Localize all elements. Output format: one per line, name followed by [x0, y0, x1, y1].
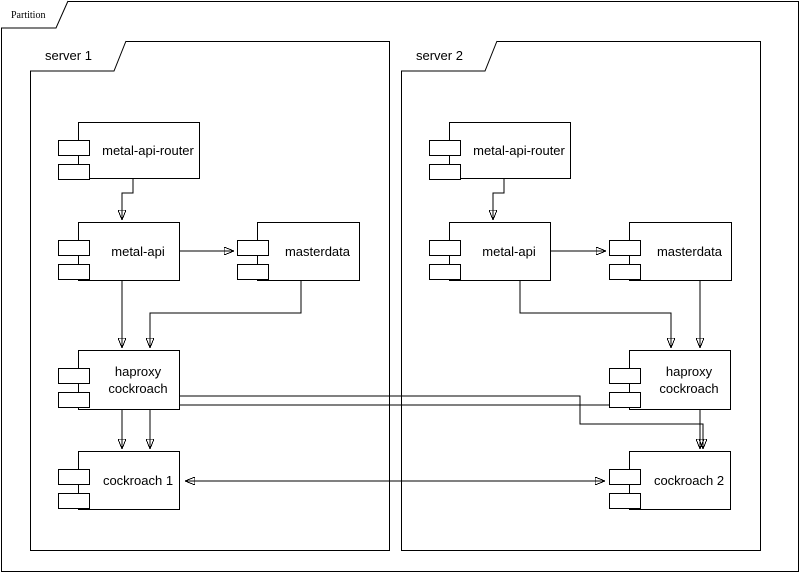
- component-port-lower-icon: [58, 493, 90, 509]
- component-body: masterdata: [257, 222, 360, 281]
- component-body: haproxy cockroach: [78, 350, 180, 410]
- component-port-lower-icon: [429, 164, 461, 180]
- component-label: masterdata: [656, 244, 723, 259]
- component-metal-api-router-2[interactable]: metal-api-router: [429, 122, 571, 180]
- component-label: haproxy cockroach: [659, 364, 719, 396]
- component-haproxy-cockroach-2[interactable]: haproxy cockroach: [609, 350, 731, 410]
- component-port-lower-icon: [609, 392, 641, 408]
- component-label: haproxy cockroach: [108, 364, 168, 396]
- component-label: cockroach 1: [102, 473, 174, 488]
- component-cockroach-1[interactable]: cockroach 1: [58, 451, 180, 510]
- component-port-upper-icon: [237, 240, 269, 256]
- component-label: metal-api: [111, 244, 165, 259]
- component-body: metal-api: [78, 222, 180, 281]
- partition-frame: [1, 1, 799, 572]
- component-port-lower-icon: [58, 164, 90, 180]
- component-port-lower-icon: [609, 264, 641, 280]
- component-label: masterdata: [284, 244, 351, 259]
- component-body: masterdata: [629, 222, 732, 281]
- component-port-upper-icon: [429, 240, 461, 256]
- component-port-upper-icon: [429, 140, 461, 156]
- component-label: metal-api-router: [102, 143, 194, 158]
- component-body: metal-api-router: [449, 122, 571, 179]
- component-port-lower-icon: [429, 264, 461, 280]
- component-body: cockroach 1: [78, 451, 180, 510]
- component-metal-api-2[interactable]: metal-api: [429, 222, 551, 281]
- component-body: haproxy cockroach: [629, 350, 731, 410]
- component-label: cockroach 2: [653, 473, 725, 488]
- component-metal-api-1[interactable]: metal-api: [58, 222, 180, 281]
- component-haproxy-cockroach-1[interactable]: haproxy cockroach: [58, 350, 180, 410]
- component-label: metal-api: [482, 244, 536, 259]
- component-port-upper-icon: [58, 140, 90, 156]
- component-port-lower-icon: [237, 264, 269, 280]
- component-port-upper-icon: [58, 469, 90, 485]
- component-port-lower-icon: [58, 392, 90, 408]
- component-cockroach-2[interactable]: cockroach 2: [609, 451, 731, 510]
- component-body: metal-api-router: [78, 122, 200, 179]
- component-port-upper-icon: [609, 368, 641, 384]
- component-masterdata-2[interactable]: masterdata: [609, 222, 732, 281]
- server-1-frame: [30, 41, 390, 551]
- component-port-lower-icon: [58, 264, 90, 280]
- server-2-frame: [401, 41, 761, 551]
- component-port-upper-icon: [58, 368, 90, 384]
- component-port-upper-icon: [58, 240, 90, 256]
- component-port-upper-icon: [609, 240, 641, 256]
- component-port-upper-icon: [609, 469, 641, 485]
- component-label: metal-api-router: [473, 143, 565, 158]
- component-body: metal-api: [449, 222, 551, 281]
- component-masterdata-1[interactable]: masterdata: [237, 222, 360, 281]
- component-body: cockroach 2: [629, 451, 731, 510]
- component-metal-api-router-1[interactable]: metal-api-router: [58, 122, 200, 180]
- component-port-lower-icon: [609, 493, 641, 509]
